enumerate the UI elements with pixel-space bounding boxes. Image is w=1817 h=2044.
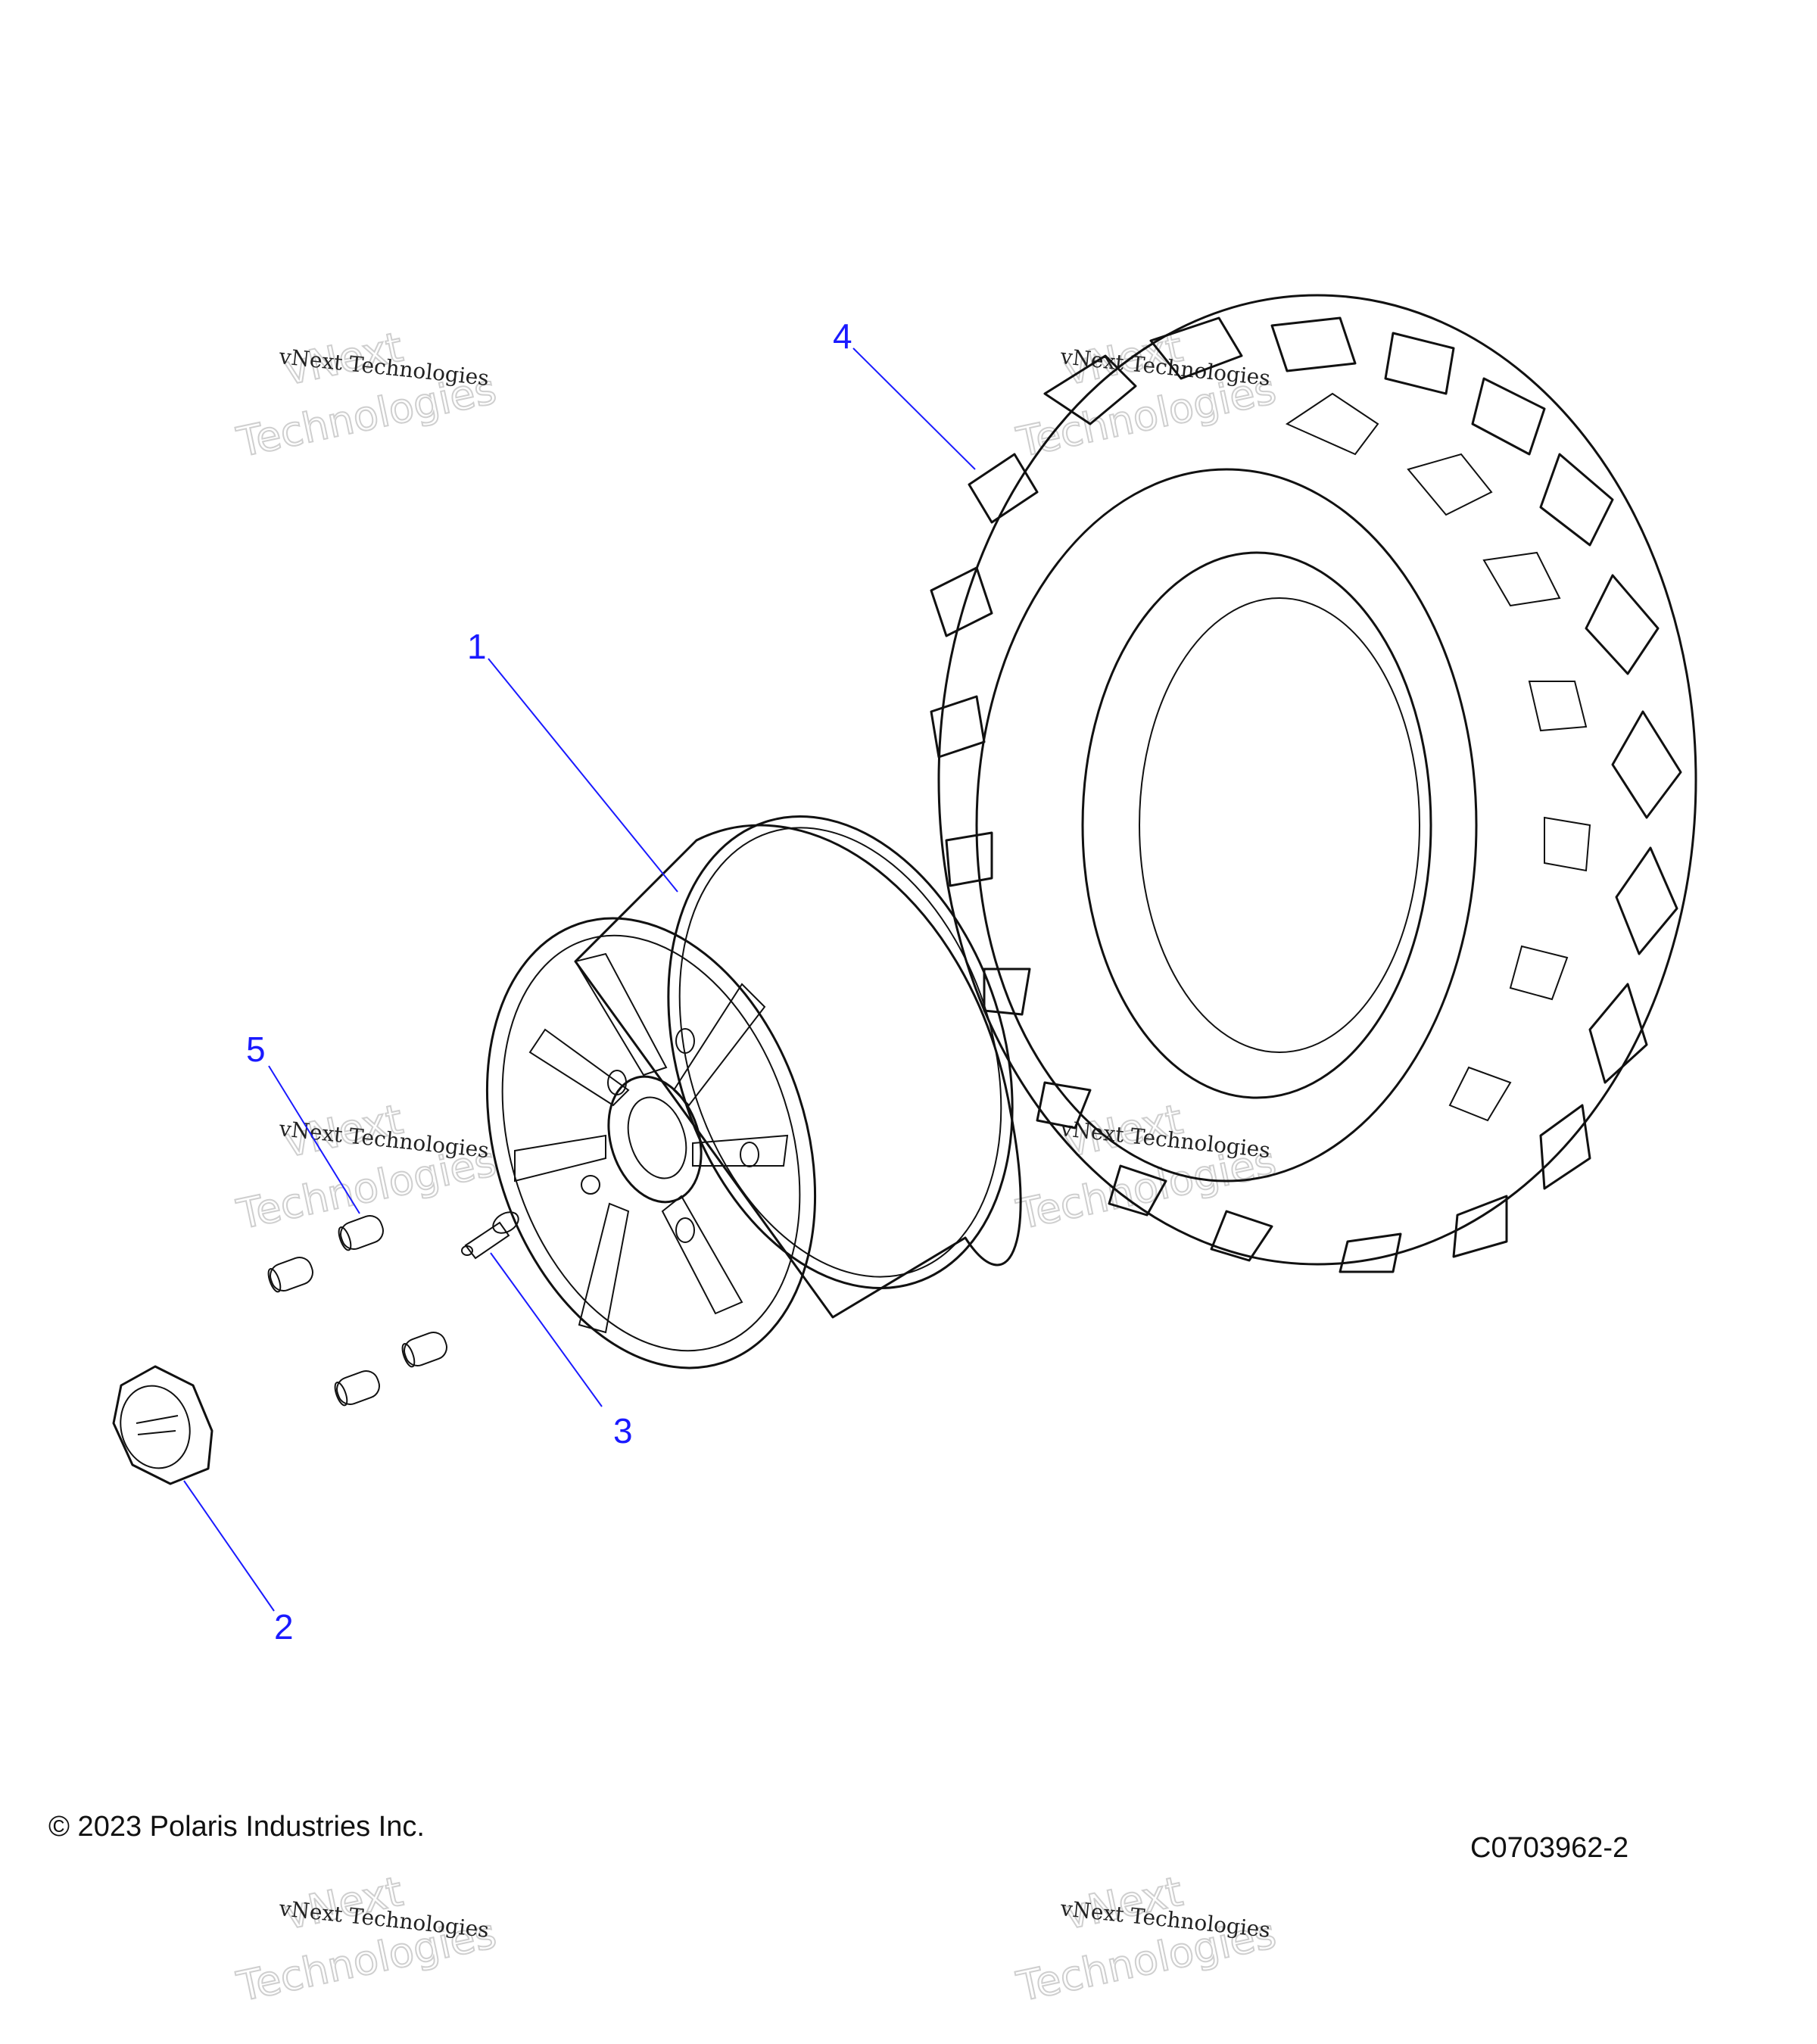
leader-line-3	[490, 1252, 603, 1407]
tire-outer	[937, 294, 1697, 1266]
tire-tread-inner	[1285, 392, 1591, 1122]
leader-line-1	[488, 658, 678, 893]
lug-nuts-part	[267, 1215, 447, 1407]
callout-5: 5	[246, 1030, 266, 1069]
tire-tread	[930, 316, 1682, 1273]
leader-line-2	[183, 1480, 275, 1612]
tire-part	[930, 294, 1697, 1273]
watermark-group: vNext Technologies vNext Technologies vN…	[232, 322, 1280, 2012]
wheel-barrel	[574, 824, 1022, 1319]
tire-sidewall	[975, 468, 1478, 1182]
leader-line-4	[852, 347, 976, 470]
drawing-code: C0703962-2	[1470, 1832, 1629, 1864]
wheel-spokes	[514, 952, 789, 1334]
leader-lines	[183, 347, 976, 1612]
callout-labels: 1 2 3 4 5	[246, 316, 852, 1647]
callout-4: 4	[833, 316, 852, 356]
wheel-center-bore	[627, 1096, 687, 1179]
wheel-valve-hole	[581, 1175, 600, 1195]
callout-3: 3	[613, 1411, 633, 1450]
callout-2: 2	[274, 1607, 294, 1647]
valve-stem-part	[461, 1211, 519, 1260]
wheel-front-rim	[485, 917, 817, 1369]
copyright-text: © 2023 Polaris Industries Inc.	[48, 1811, 425, 1843]
hub-nut-part	[112, 1365, 213, 1485]
wheel-hub	[607, 1075, 703, 1204]
wheel-front-rim-inner	[501, 934, 801, 1352]
leader-line-5	[268, 1065, 360, 1214]
tire-bead-opening	[1081, 551, 1432, 1099]
wheel-lug-holes	[607, 1028, 759, 1243]
callout-1: 1	[467, 627, 487, 666]
wheel-back-rim-inner	[678, 827, 1002, 1278]
wheel-part	[485, 815, 1022, 1369]
tire-inner-surface	[1139, 597, 1420, 1053]
